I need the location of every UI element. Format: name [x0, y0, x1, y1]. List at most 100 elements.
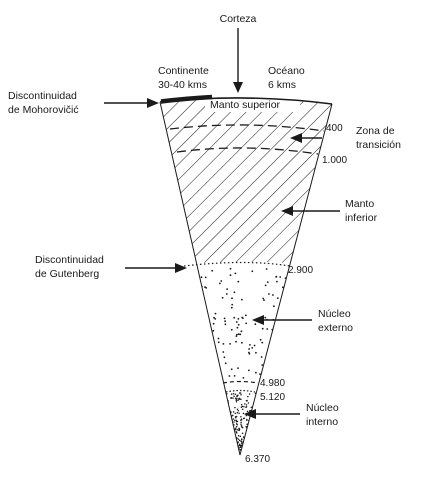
stipple-dot	[248, 393, 251, 395]
stipple-dot	[243, 417, 246, 420]
stipple-dot	[276, 297, 279, 299]
moho-label-1: Discontinuidad	[8, 90, 77, 102]
stipple-dot	[214, 312, 217, 315]
stipple-dot	[279, 276, 282, 278]
stipple-dot	[281, 286, 284, 289]
stipple-dot	[234, 272, 237, 275]
stipple-dot	[238, 392, 241, 394]
stipple-dot	[248, 348, 251, 350]
stipple-dot	[232, 418, 235, 420]
stipple-dot	[239, 435, 242, 437]
lower-mantle-label-1: Manto	[345, 198, 374, 210]
boundary-5120	[225, 389, 256, 393]
stipple-dot	[249, 344, 251, 346]
stipple-dot	[254, 323, 257, 326]
stipple-dot	[236, 333, 238, 336]
stipple-dot	[238, 443, 241, 445]
stipple-dot	[229, 343, 232, 345]
stipple-dot	[237, 399, 239, 402]
stipple-dot	[242, 412, 245, 415]
depth-1000: 1.000	[322, 155, 347, 166]
stipple-dot	[260, 356, 263, 358]
continent-label: Continente	[158, 65, 209, 77]
stipple-dot	[235, 340, 237, 343]
stipple-dot	[238, 439, 241, 442]
depth-5120: 5.120	[260, 392, 285, 403]
inner-core-label-1: Núcleo	[306, 402, 339, 414]
stipple-dot	[237, 323, 240, 326]
outer-core-stipple	[200, 267, 287, 379]
stipple-dot	[240, 445, 242, 448]
stipple-dot	[236, 411, 239, 414]
stipple-dot	[231, 297, 233, 300]
stipple-dot	[248, 351, 250, 354]
stipple-dot	[243, 405, 245, 408]
moho-label-2: de Mohorovičić	[8, 104, 79, 116]
stipple-dot	[235, 400, 238, 403]
stipple-dot	[275, 275, 278, 278]
stipple-dot	[241, 405, 244, 408]
stipple-dot	[233, 316, 236, 319]
wedge-outline	[159, 101, 333, 456]
stipple-dot	[232, 411, 235, 413]
stipple-dot	[238, 397, 241, 400]
inner-core-label-2: interno	[306, 416, 338, 428]
stipple-dot	[229, 267, 232, 270]
stipple-dot	[221, 296, 224, 299]
stipple-dot	[247, 402, 250, 404]
stipple-dot	[236, 428, 239, 431]
gutenberg-label-1: Discontinuidad	[35, 254, 104, 266]
stipple-dot	[235, 422, 238, 425]
outer-core-label-2: externo	[318, 322, 353, 334]
stipple-dot	[240, 398, 242, 401]
stipple-dot	[276, 280, 278, 283]
ocean-label: Océano	[268, 65, 305, 77]
stipple-dot	[223, 356, 226, 359]
transition-label-2: transición	[356, 139, 401, 151]
stipple-dot	[235, 335, 238, 337]
stipple-dot	[248, 369, 250, 372]
stipple-dot	[240, 423, 242, 425]
stipple-dot	[224, 320, 227, 323]
mantle-hatch	[160, 97, 332, 266]
stipple-dot	[230, 306, 233, 309]
stipple-dot	[211, 269, 214, 272]
stipple-dot	[250, 406, 253, 408]
stipple-dot	[241, 438, 243, 440]
stipple-dot	[245, 414, 248, 417]
depth-2900: 2.900	[288, 265, 313, 276]
stipple-dot	[245, 404, 248, 406]
stipple-dot	[236, 397, 238, 400]
stipple-dot	[241, 298, 243, 301]
stipple-dot	[241, 432, 244, 434]
stipple-dot	[229, 274, 232, 277]
boundary-400	[169, 124, 325, 132]
stipple-dot	[217, 341, 220, 344]
stipple-dot	[245, 322, 248, 325]
stipple-dot	[238, 429, 240, 432]
stipple-dot	[228, 375, 231, 377]
stipple-dot	[238, 412, 240, 415]
stipple-dot	[233, 421, 235, 423]
stipple-dot	[231, 303, 234, 306]
stipple-dot	[234, 416, 237, 419]
stipple-dot	[217, 337, 220, 340]
stipple-dot	[233, 375, 236, 377]
depth-4980: 4.980	[260, 378, 285, 389]
stipple-dot	[212, 322, 215, 325]
stipple-dot	[242, 436, 245, 438]
stipple-dot	[230, 393, 233, 395]
stipple-dot	[264, 284, 267, 287]
stipple-dot	[219, 282, 221, 285]
stipple-dot	[245, 406, 247, 408]
stipple-dot	[230, 368, 233, 371]
stipple-dot	[245, 314, 247, 317]
stipple-dot	[246, 419, 248, 421]
stipple-dot	[234, 393, 237, 395]
stipple-dot	[233, 395, 235, 398]
stipple-dot	[235, 415, 238, 418]
stipple-dot	[262, 297, 265, 300]
stipple-dot	[259, 338, 262, 341]
boundary-4980	[222, 380, 259, 384]
stipple-dot	[235, 419, 238, 422]
